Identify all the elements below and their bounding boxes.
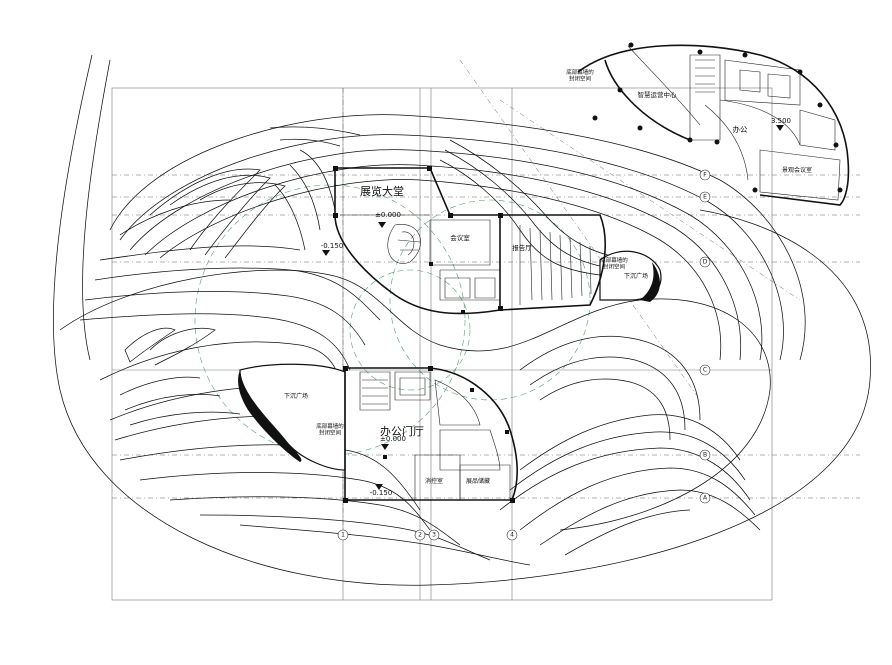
axis-2-label: 2 <box>418 532 422 539</box>
axis-1-label: 1 <box>341 532 345 539</box>
axis-A-label: A <box>703 495 708 502</box>
axis-F-label: F <box>703 172 707 179</box>
axis-4-label: 4 <box>510 532 514 539</box>
facade-void-top-label: 底部幕墙的封闭空间 <box>566 68 594 83</box>
exhibition-hall-label: 展览大堂 <box>360 184 404 198</box>
report-hall-label: 报告厅 <box>512 243 532 252</box>
level-hall: ±0.000 <box>375 211 401 219</box>
sunken-plaza-right-label: 下沉广场 <box>624 272 648 280</box>
level-markers <box>322 125 784 490</box>
axis-3-label: 3 <box>432 532 436 539</box>
axis-D-label: D <box>703 259 708 266</box>
level-bottom: -0.150 <box>370 489 393 497</box>
landscape-contours <box>53 54 871 586</box>
level-left: -0.150 <box>321 242 344 250</box>
sunken-plaza-left-label: 下沉广场 <box>284 392 308 400</box>
level-office: ±0.000 <box>380 435 406 443</box>
office-label: 办公 <box>733 124 748 134</box>
sunken-plaza-right <box>599 250 662 302</box>
exhibit-storage-label: 展品储藏 <box>466 477 490 485</box>
exhibition-hall-building <box>333 166 606 315</box>
upper-floor-detail <box>577 42 850 206</box>
control-room-label: 消控室 <box>425 477 443 485</box>
structural-grid <box>111 59 860 601</box>
level-upper: 3.500 <box>771 117 791 125</box>
axis-C-label: C <box>703 367 707 374</box>
meeting-room-label: 会议室 <box>450 233 470 242</box>
office-lobby-label: 办公门厅 <box>380 424 424 438</box>
view-meeting-room-label: 景观会议室 <box>782 166 812 174</box>
wisdom-center-label: 智慧运营中心 <box>638 90 678 99</box>
axis-bubbles: 1 2 3 4 F E D C B A <box>337 169 711 541</box>
elevation-labels: ±0.000 ±0.000 -0.150 -0.150 3.500 <box>321 117 791 497</box>
axis-E-label: E <box>703 194 707 201</box>
axis-B-label: B <box>703 452 707 459</box>
sunken-plaza-left <box>238 363 346 471</box>
facade-void-right-label: 底部幕墙的封闭空间 <box>600 256 628 271</box>
office-lobby-building <box>343 366 518 503</box>
room-labels: 展览大堂 会议室 报告厅 办公门厅 下沉广场 下沉广场 底部幕墙的封闭空间 底部… <box>284 68 812 485</box>
facade-void-left-label: 底部幕墙的封闭空间 <box>316 422 344 437</box>
